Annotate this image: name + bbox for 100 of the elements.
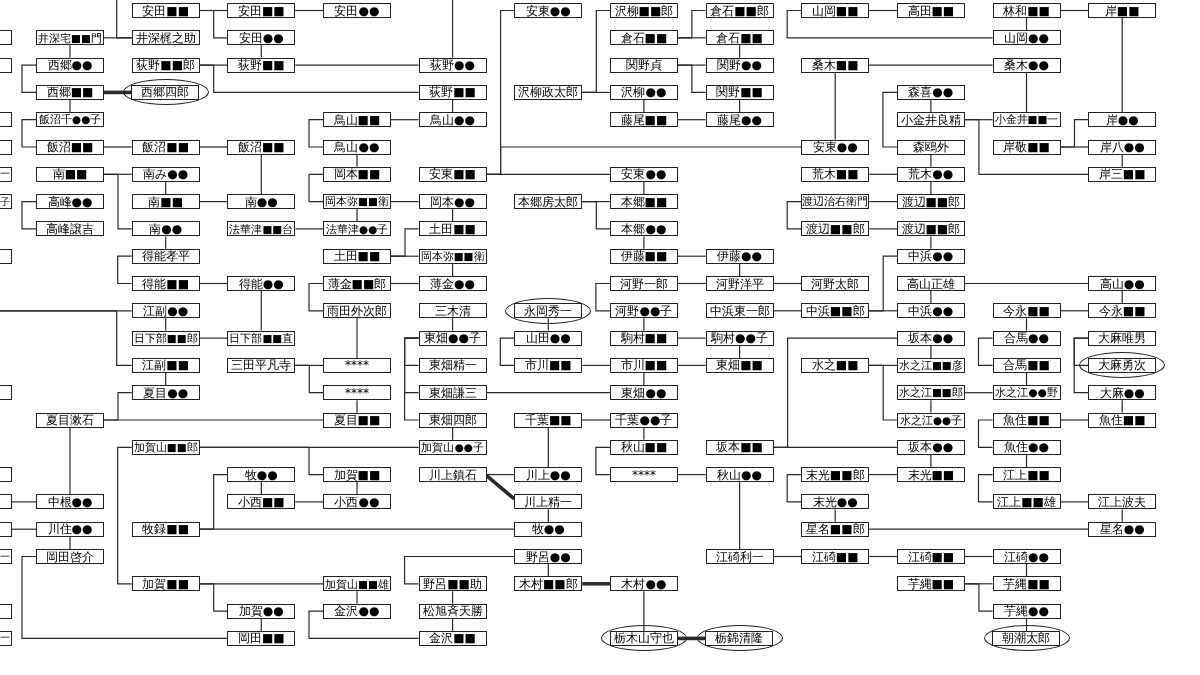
name-box: 高山正雄 — [896, 276, 965, 291]
connector-line — [964, 392, 994, 394]
name-box: 林和■■ — [992, 3, 1061, 18]
connector-line — [356, 208, 358, 222]
connector-line — [404, 555, 515, 585]
name-box: 荻野●● — [418, 57, 487, 73]
connector-line — [199, 446, 324, 476]
connector-line — [117, 446, 133, 585]
connector-line — [308, 173, 324, 203]
name-box: 荒木■■ — [801, 166, 870, 182]
name-box: 南■■ — [36, 166, 104, 182]
name-box: 東畑謙三 — [418, 385, 487, 401]
name-box: 三木清 — [418, 303, 487, 319]
connector-line — [964, 583, 994, 612]
name-box: 日下部■■郎 — [131, 330, 200, 346]
name-box: 牧録■■ — [131, 521, 200, 537]
name-box: 岡本弥■■衛 — [418, 248, 487, 264]
name-box: 金沢■■ — [418, 630, 487, 646]
connector-line — [390, 119, 420, 121]
connector-line — [930, 454, 932, 468]
name-box: 鳥山■■ — [322, 112, 391, 128]
name-box: 伊藤■■ — [609, 248, 678, 264]
name-box: 岡本弥■■衛 — [322, 194, 391, 210]
connector-line — [294, 228, 324, 230]
connector-line — [356, 481, 358, 495]
name-box: 河野一郎 — [609, 276, 678, 291]
name-box: 坂本●● — [896, 439, 965, 455]
connector-line — [868, 173, 898, 175]
connector-line — [11, 528, 37, 530]
connector-line — [595, 446, 611, 476]
name-box: 夏目●● — [131, 385, 200, 401]
connector-line — [773, 446, 898, 448]
name-box: 鳥山●● — [322, 139, 391, 155]
name-box: 土田■■ — [322, 248, 391, 264]
connector-line — [199, 282, 228, 285]
name-box: 牧●● — [514, 521, 583, 537]
connector-line — [868, 474, 898, 476]
connector-line — [773, 555, 802, 558]
name-box: 渡辺■■郎 — [896, 194, 965, 210]
connector-line — [581, 201, 611, 230]
name-box: 安東●● — [514, 3, 583, 18]
name-box: 岸三■■ — [1088, 166, 1157, 182]
connector-line — [103, 146, 133, 148]
connector-line — [977, 474, 994, 503]
connector-line — [1059, 9, 1089, 12]
name-box: 東畑精一 — [418, 357, 487, 373]
connector-line — [930, 181, 932, 195]
name-box: 岸敬■■ — [992, 139, 1061, 155]
name-box: 西郷■■ — [36, 84, 104, 100]
name-box: 安田■■ — [227, 3, 296, 18]
name-box: 荻野■■ — [418, 84, 487, 100]
name-box: 中浜■■郎 — [801, 303, 870, 319]
partial-box — [0, 57, 12, 73]
connector-line — [643, 372, 645, 386]
name-box: 井深梶之助 — [131, 30, 200, 46]
name-box: 水之江●●子 — [896, 412, 965, 428]
name-box: 星名■■郎 — [801, 521, 870, 537]
name-box: 桑木■■ — [801, 57, 870, 73]
connector-line — [404, 337, 420, 421]
partial-box — [0, 248, 12, 264]
connector-line — [1025, 72, 1028, 113]
name-box: 中浜●● — [896, 248, 965, 264]
partial-box: 一 — [0, 166, 12, 182]
name-box: 荒木●● — [896, 166, 965, 182]
name-box: 伊藤●● — [705, 248, 774, 264]
name-box: 水之江■■彦 — [896, 357, 965, 373]
connector-line — [677, 337, 707, 339]
name-box: 魚住●● — [992, 439, 1061, 455]
name-box: 南●● — [227, 194, 296, 210]
connector-line — [643, 426, 645, 441]
connector-line — [486, 474, 515, 476]
partial-box: 子 — [0, 194, 12, 210]
name-box: 加賀■■ — [131, 576, 200, 592]
name-box: 加賀山■■郎 — [131, 439, 200, 455]
connector-line — [390, 201, 420, 203]
connector-line — [643, 181, 645, 195]
name-box: 川上●● — [514, 467, 583, 483]
connector-line — [773, 282, 802, 285]
name-box: 水之江■■郎 — [896, 385, 965, 401]
name-box: 高峰譲吉 — [36, 221, 104, 237]
connector-line — [930, 235, 932, 250]
connector-line — [581, 91, 611, 93]
connector-line — [0, 310, 133, 366]
name-box: 倉石■■郎 — [705, 3, 774, 18]
name-box: 江碕■■ — [896, 549, 965, 564]
name-box: 山岡■■ — [801, 3, 870, 18]
name-box: 駒村■■ — [609, 330, 678, 346]
name-box: 山岡●● — [992, 30, 1061, 46]
partial-box — [0, 30, 12, 46]
name-box: 大麻唯男 — [1088, 330, 1157, 346]
name-box: 岡本■■ — [322, 166, 391, 182]
name-box: 渡辺■■郎 — [896, 221, 965, 237]
name-box: 大麻●● — [1088, 385, 1157, 401]
connector-line — [69, 44, 71, 59]
connector-line — [581, 364, 611, 366]
name-box: 沢柳■■郎 — [609, 3, 678, 18]
connector-line — [199, 583, 228, 612]
name-box: 合馬●● — [992, 330, 1061, 346]
connector-line — [868, 201, 898, 203]
connector-line — [356, 317, 358, 359]
